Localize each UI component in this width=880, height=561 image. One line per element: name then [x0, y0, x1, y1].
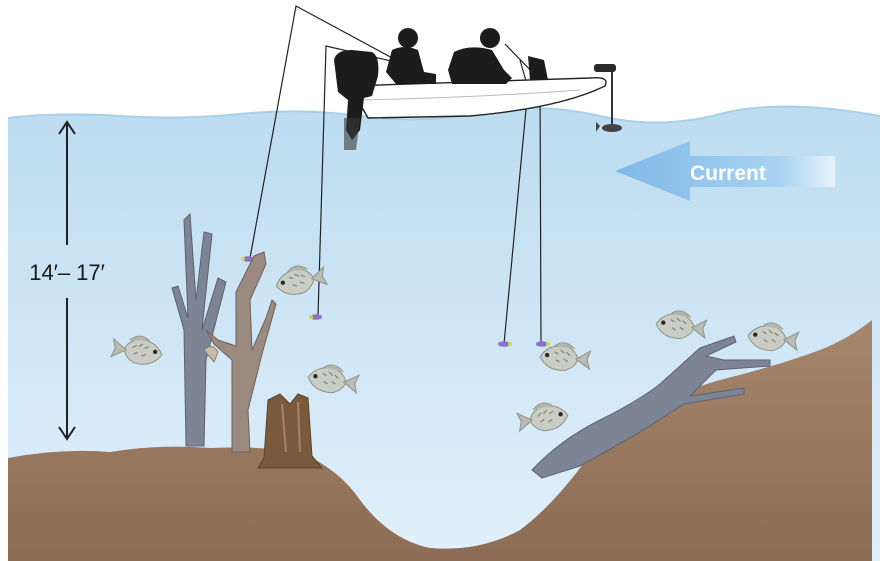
angler-right — [448, 28, 512, 84]
current-label: Current — [690, 162, 766, 185]
angler-left — [386, 28, 436, 84]
depth-label: 14′– 17′ — [29, 260, 105, 285]
